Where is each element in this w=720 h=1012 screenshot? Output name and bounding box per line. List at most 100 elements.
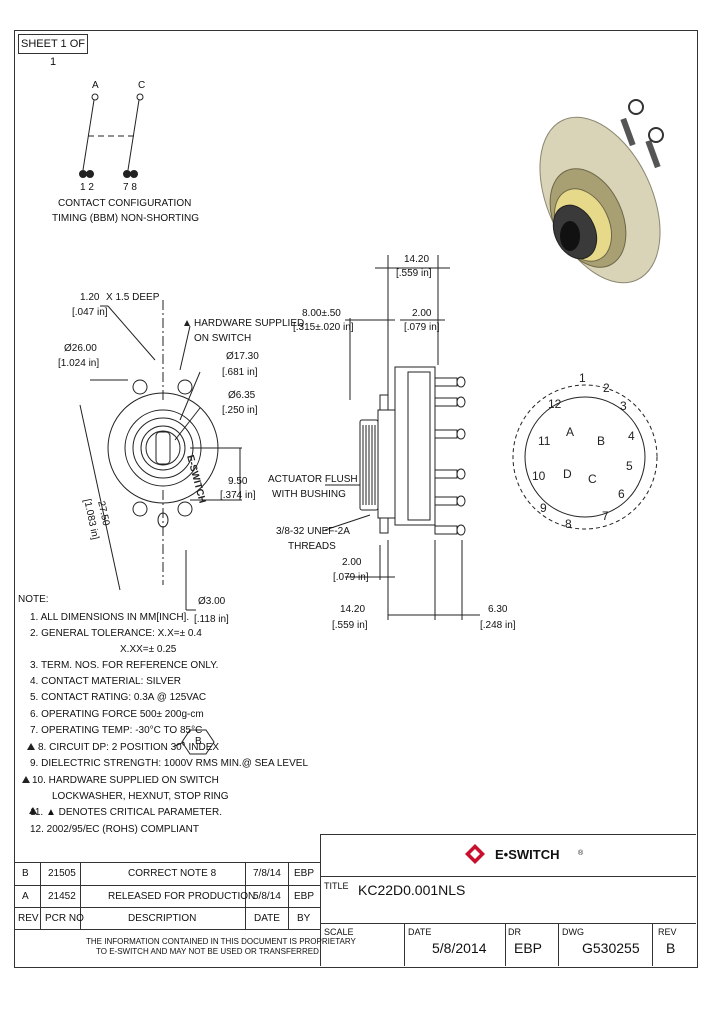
terminal-label: 9 — [540, 501, 547, 515]
thread-note-1: 3/8-32 UNEF-2A — [276, 526, 350, 537]
dia-26-dim: Ø26.00 — [64, 343, 97, 354]
terminal-label: 8 — [565, 517, 572, 531]
keyway-inch: [.047 in] — [72, 307, 108, 318]
bottom-small-dim-inch: [.079 in] — [333, 572, 369, 583]
note-line: 3. TERM. NOS. FOR REFERENCE ONLY. — [30, 660, 219, 671]
critical-flag-icon — [27, 743, 35, 750]
bottom-big-dim-inch: [.559 in] — [332, 620, 368, 631]
title-value: KC22D0.001NLS — [358, 882, 466, 898]
note-line: 7. OPERATING TEMP: -30°C TO 85°C — [30, 725, 203, 736]
note-line: 5. CONTACT RATING: 0.3A @ 125VAC — [30, 692, 207, 703]
side-view — [324, 255, 480, 620]
pins-right-label: 7 8 — [123, 182, 137, 193]
thread-note-2: THREADS — [288, 541, 336, 552]
bottom-small-dim: 2.00 — [342, 557, 362, 568]
terminal-label: 11 — [538, 434, 551, 448]
terminal-label: 3 — [620, 399, 627, 413]
side-top-dim: 14.20 — [404, 254, 430, 265]
note-line: 9. DIELECTRIC STRENGTH: 1000V RMS MIN.@ … — [30, 758, 309, 769]
rev-flag-label: B — [195, 736, 202, 747]
dwg-label: DWG — [562, 927, 584, 937]
sheet-label: SHEET 1 OF 1 — [18, 34, 88, 68]
actuator-note-1: ACTUATOR FLUSH — [268, 474, 358, 485]
contact-config-subtitle: TIMING (BBM) NON-SHORTING — [52, 213, 200, 224]
pcr-cell: 21505 — [48, 868, 76, 879]
note-line: 1. ALL DIMENSIONS IN MM[INCH]. — [30, 612, 190, 623]
bottom-big-dim: 14.20 — [340, 604, 366, 615]
rear-terminal-labels: 1 2 3 4 5 6 7 8 9 10 11 12 A B C D — [532, 371, 635, 531]
product-render — [539, 99, 664, 284]
dia-3-inch: [.118 in] — [194, 614, 229, 625]
dia-26-inch: [1.024 in] — [58, 358, 100, 369]
critical-flag-icon — [29, 807, 37, 814]
rev-label: REV — [658, 927, 677, 937]
critical-flag-icon — [22, 776, 30, 783]
note-line: 11. ▲ DENOTES CRITICAL PARAMETER. — [30, 807, 222, 818]
terminal-label: 10 — [532, 469, 546, 483]
rev-flag-hexagon — [181, 729, 215, 755]
date-label: DATE — [408, 927, 432, 937]
front-view — [79, 300, 242, 611]
dia-17-dim: Ø17.30 — [226, 351, 259, 362]
rev-cell: B — [22, 868, 29, 879]
contact-config-title: CONTACT CONFIGURATION — [58, 198, 192, 209]
title-label: TITLE — [324, 881, 349, 891]
terminal-label: 6 — [618, 487, 625, 501]
by-header: BY — [297, 913, 311, 924]
desc-header: DESCRIPTION — [128, 913, 197, 924]
pcr-cell: 21452 — [48, 891, 76, 902]
rev-value: B — [666, 940, 676, 956]
hardware-note-1: HARDWARE SUPPLIED — [194, 318, 305, 329]
notes-heading: NOTE: — [18, 594, 49, 605]
confidential-line-1: THE INFORMATION CONTAINED IN THIS DOCUME… — [86, 937, 356, 946]
note-line: 10. HARDWARE SUPPLIED ON SWITCH — [32, 775, 219, 786]
dia-6-inch: [.250 in] — [222, 405, 258, 416]
contact-config-diagram — [79, 93, 144, 178]
note-line: 12. 2002/95/EC (ROHS) COMPLIANT — [30, 824, 199, 835]
terminal-label: 12 — [548, 397, 562, 411]
dr-label: DR — [508, 927, 521, 937]
dim-950: 9.50 — [228, 476, 248, 487]
bushing-dim: 8.00±.50 — [302, 308, 341, 319]
date-cell: 5/8/14 — [253, 891, 281, 902]
terminal-label: 2 — [603, 381, 610, 395]
eswitch-logo-reg: ® — [578, 850, 584, 857]
desc-cell: CORRECT NOTE 8 — [128, 868, 217, 879]
pin-c-label: C — [138, 80, 146, 91]
dia-3-dim: Ø3.00 — [198, 596, 226, 607]
confidential-line-2: TO E-SWITCH AND MAY NOT BE USED OR TRANS… — [96, 947, 319, 956]
common-label: D — [563, 467, 572, 481]
date-value: 5/8/2014 — [432, 940, 487, 956]
date-cell: 7/8/14 — [253, 868, 281, 879]
date-header: DATE — [254, 913, 280, 924]
terminal-label: 1 — [579, 371, 586, 385]
side-top-dim-inch: [.559 in] — [396, 268, 432, 279]
eswitch-logo-icon — [465, 844, 485, 864]
bushing-dim-inch: [.315±.020 in] — [293, 322, 354, 333]
rear-view — [512, 384, 658, 530]
pcr-header: PCR NO — [45, 913, 84, 924]
bottom-right-dim-inch: [.248 in] — [480, 620, 516, 631]
common-label: C — [588, 472, 597, 486]
note-line: 4. CONTACT MATERIAL: SILVER — [30, 676, 181, 687]
note-line: LOCKWASHER, HEXNUT, STOP RING — [52, 791, 229, 802]
common-label: B — [597, 434, 605, 448]
dwg-value: G530255 — [582, 940, 640, 956]
eswitch-logo-text: E•SWITCH — [495, 847, 560, 862]
by-cell: EBP — [294, 891, 315, 902]
note-line: 6. OPERATING FORCE 500± 200g-cm — [30, 709, 204, 720]
dim-950-inch: [.374 in] — [220, 490, 256, 501]
keyway-depth: X 1.5 DEEP — [106, 292, 160, 303]
dia-17-inch: [.681 in] — [222, 367, 258, 378]
pin-dim: 2.00 — [412, 308, 432, 319]
bottom-right-dim: 6.30 — [488, 604, 508, 615]
by-cell: EBP — [294, 868, 315, 879]
pin-a-label: A — [92, 80, 99, 91]
rev-cell: A — [22, 891, 29, 902]
actuator-note-2: WITH BUSHING — [272, 489, 346, 500]
desc-cell: RELEASED FOR PRODUCTION — [108, 891, 256, 902]
rev-header: REV — [18, 913, 39, 924]
note-line: 8. CIRCUIT DP: 2 POSITION 30° INDEX — [38, 742, 220, 753]
drawing-frame — [14, 30, 698, 968]
